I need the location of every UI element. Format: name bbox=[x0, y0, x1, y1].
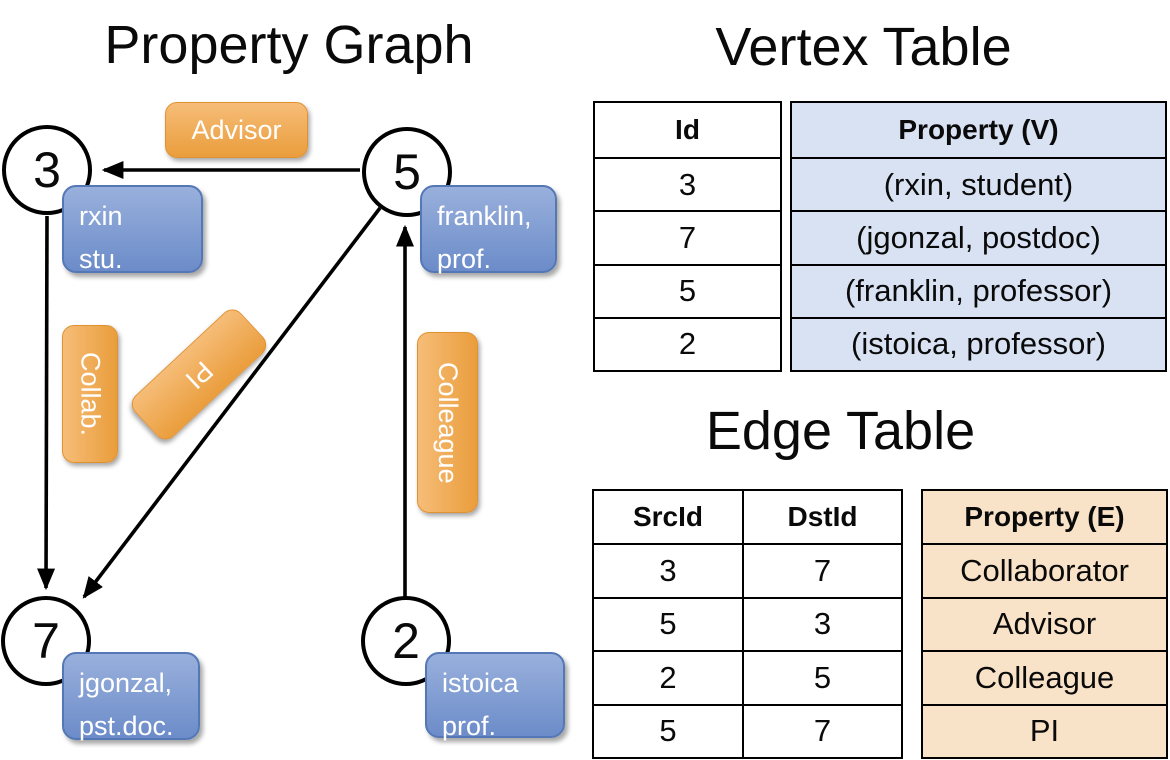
edge-row-property: Colleague bbox=[923, 652, 1166, 704]
edge-row-dst: 3 bbox=[742, 598, 901, 650]
property-box-istoica: istoica prof. bbox=[425, 652, 565, 741]
edge-row-src: 5 bbox=[659, 606, 677, 642]
property-box-franklin: franklin, prof. bbox=[420, 185, 557, 274]
collab-label-text: Collab. bbox=[75, 351, 106, 437]
edge-table-id-columns: SrcId DstId 3 7 5 3 2 5 5 7 bbox=[592, 489, 903, 759]
edge-header-property: Property (E) bbox=[923, 491, 1166, 543]
property-box-jgonzal: jgonzal, pst.doc. bbox=[62, 652, 200, 741]
vertex-table-title: Vertex Table bbox=[715, 17, 1012, 77]
edge-row-src: 3 bbox=[659, 552, 677, 588]
edge-row-property: PI bbox=[923, 705, 1166, 757]
vertex-row-property: (rxin, student) bbox=[792, 159, 1165, 211]
vertex-row-id: 5 bbox=[678, 273, 697, 309]
istoica-line2: prof. bbox=[442, 711, 497, 742]
jgonzal-line1: jgonzal, bbox=[79, 668, 173, 698]
istoica-line1: istoica bbox=[442, 668, 519, 698]
edge-table: SrcId DstId 3 7 5 3 2 5 5 7 Property (E) bbox=[592, 489, 1168, 759]
node-3-label: 3 bbox=[33, 142, 61, 198]
colleague-label-text: Colleague bbox=[433, 361, 463, 484]
jgonzal-line2: pst.doc. bbox=[79, 711, 174, 742]
edge-table-title: Edge Table bbox=[705, 401, 976, 461]
edge-header-dstid: DstId bbox=[742, 491, 901, 543]
vertex-row-property: (franklin, professor) bbox=[792, 265, 1165, 317]
vertex-header-property: Property (V) bbox=[792, 103, 1165, 157]
edge-collab-3-to-7 bbox=[37, 215, 56, 591]
edge-label-collab: Collab. bbox=[62, 325, 118, 463]
franklin-line1: franklin, bbox=[437, 201, 532, 231]
edge-pi-5-to-7 bbox=[82, 206, 382, 599]
rxin-line1: rxin bbox=[79, 201, 123, 231]
node-5-label: 5 bbox=[393, 144, 421, 200]
node-2-label: 2 bbox=[392, 613, 420, 669]
edge-row-src: 5 bbox=[659, 713, 677, 749]
advisor-label-text: Advisor bbox=[191, 114, 282, 145]
edge-row-property: Collaborator bbox=[923, 545, 1166, 597]
franklin-line2: prof. bbox=[437, 244, 492, 275]
vertex-table: Id 3 7 5 2 Property (V) (rxin, student) … bbox=[593, 101, 1167, 372]
graph-edges-canvas bbox=[37, 161, 414, 599]
edge-row-src: 2 bbox=[659, 659, 677, 695]
node-7-label: 7 bbox=[32, 613, 60, 669]
rxin-line2: stu. bbox=[79, 244, 123, 275]
vertex-row-id: 7 bbox=[678, 219, 697, 255]
pi-label-text: PI bbox=[179, 355, 219, 395]
edge-row-property: Advisor bbox=[923, 598, 1166, 650]
vertex-row-property: (istoica, professor) bbox=[792, 318, 1165, 370]
vertex-table-property-column: Property (V) (rxin, student) (jgonzal, p… bbox=[790, 101, 1167, 372]
edge-table-column-gap bbox=[903, 489, 921, 759]
graph-node-5: 5 bbox=[362, 127, 452, 217]
vertex-row-id: 2 bbox=[678, 326, 697, 362]
edge-row-dst: 5 bbox=[742, 652, 901, 704]
vertex-header-id: Id bbox=[675, 114, 700, 145]
property-box-rxin: rxin stu. bbox=[62, 185, 203, 274]
edge-row-dst: 7 bbox=[742, 705, 901, 757]
edge-label-advisor: Advisor bbox=[165, 102, 308, 158]
edge-label-colleague: Colleague bbox=[417, 332, 478, 513]
vertex-table-id-column: Id 3 7 5 2 bbox=[593, 101, 782, 372]
vertex-table-column-gap bbox=[782, 101, 790, 372]
property-graph-title: Property Graph bbox=[104, 15, 474, 75]
edge-table-property-column: Property (E) Collaborator Advisor Collea… bbox=[921, 489, 1168, 759]
graph-node-2: 2 bbox=[361, 596, 451, 686]
edge-row-dst: 7 bbox=[742, 545, 901, 597]
vertex-row-property: (jgonzal, postdoc) bbox=[792, 212, 1165, 264]
vertex-row-id: 3 bbox=[678, 166, 697, 202]
edge-header-srcid: SrcId bbox=[632, 501, 704, 532]
